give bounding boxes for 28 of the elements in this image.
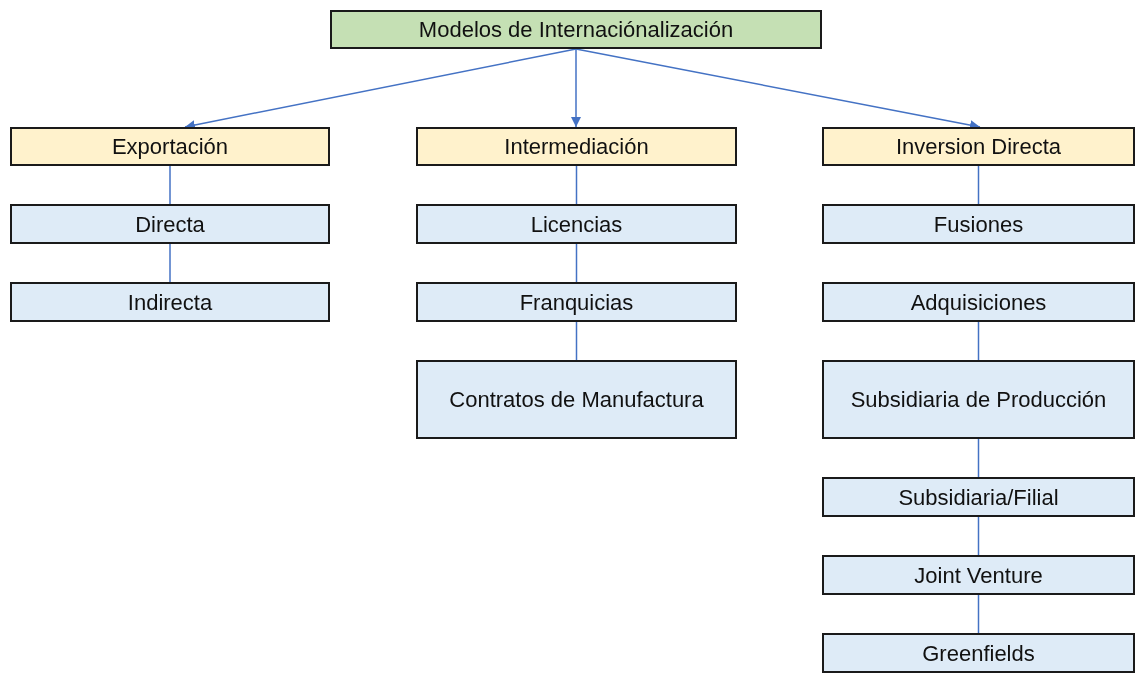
arrow [184,48,577,130]
item-box: Contratos de Manufactura [416,360,737,439]
connector-line [977,321,980,361]
connector-line [977,438,980,478]
category-box: Exportación [10,127,330,166]
category-box: Inversion Directa [822,127,1135,166]
connector-line [575,165,578,205]
item-box: Fusiones [822,204,1135,244]
arrow [575,48,981,130]
connector-line [575,243,578,283]
item-box: Subsidiaria de Producción [822,360,1135,439]
connector-line [169,243,171,283]
connector-line [977,516,980,556]
arrow [571,48,581,128]
connector-line [575,321,578,361]
connector-line [977,165,980,205]
connector-line [977,594,980,634]
item-box: Adquisiciones [822,282,1135,322]
item-box: Franquicias [416,282,737,322]
connector-line [169,165,171,205]
item-box: Greenfields [822,633,1135,673]
category-box: Intermediación [416,127,737,166]
item-box: Indirecta [10,282,330,322]
title-box: Modelos de Internaciónalización [330,10,822,49]
item-box: Directa [10,204,330,244]
item-box: Licencias [416,204,737,244]
item-box: Subsidiaria/Filial [822,477,1135,517]
item-box: Joint Venture [822,555,1135,595]
